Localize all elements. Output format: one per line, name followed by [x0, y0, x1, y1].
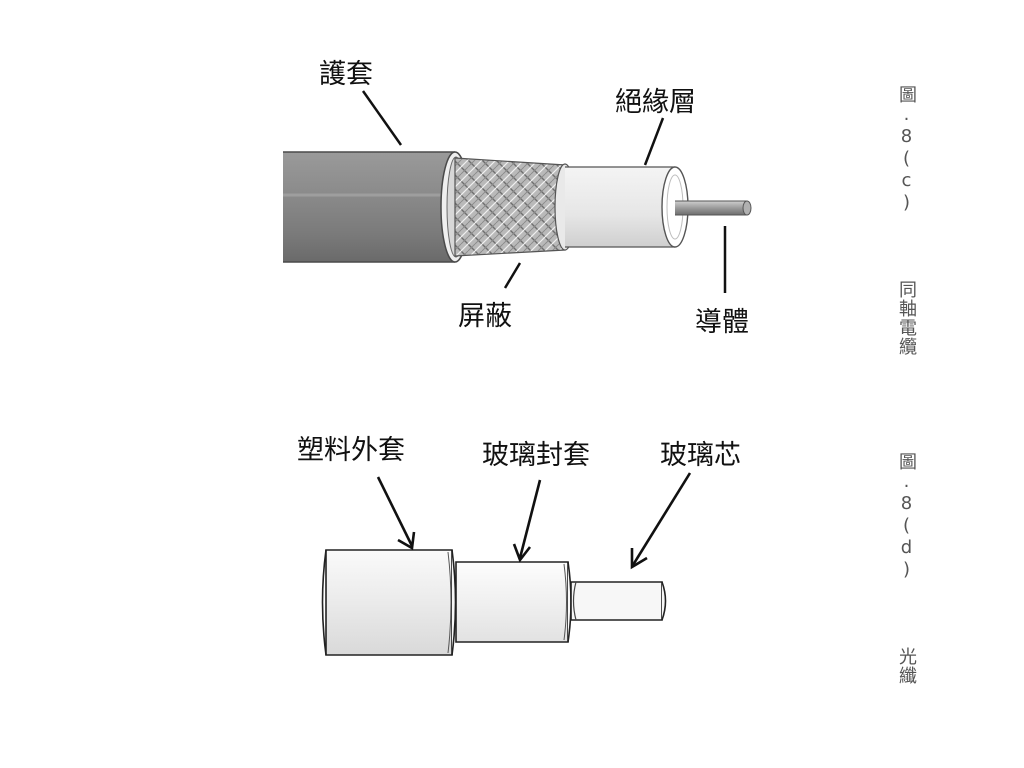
plastic-jacket-label: 塑料外套	[297, 435, 405, 466]
plastic-jacket-arrow	[376, 476, 416, 551]
figure-number-d: 圖.8(d)	[896, 452, 917, 581]
figure-caption-c: 圖.8(c) 同軸電纜	[893, 85, 919, 356]
jacket-segment	[283, 151, 470, 263]
insulation-segment	[565, 166, 689, 248]
jacket-label: 護套	[319, 59, 373, 90]
jacket-leader-line	[361, 90, 403, 146]
shield-leader-line	[503, 262, 522, 289]
shield-label: 屏蔽	[458, 301, 512, 332]
glass-cladding-segment	[455, 561, 572, 643]
optical-fiber-svg: 塑料外套 玻璃封套 玻璃芯	[297, 435, 741, 656]
insulation-label: 絕緣層	[615, 87, 696, 118]
figure-number-c: 圖.8(c)	[896, 85, 917, 214]
conductor-wire	[675, 200, 752, 216]
glass-core-label: 玻璃芯	[660, 440, 741, 471]
optical-fiber-diagram: 塑料外套 玻璃封套 玻璃芯	[288, 410, 758, 660]
figure-caption-d: 圖.8(d) 光纖	[893, 452, 919, 685]
plastic-jacket-segment	[321, 549, 457, 656]
coaxial-cable-svg: 護套 絕緣層 屏蔽 導體	[283, 59, 752, 338]
glass-core-arrow	[630, 472, 692, 570]
figure-title-d: 光纖	[896, 647, 917, 685]
figure-title-c: 同軸電纜	[896, 280, 917, 356]
glass-cladding-arrow	[512, 479, 542, 563]
shield-segment	[454, 157, 576, 257]
glass-cladding-label: 玻璃封套	[482, 440, 590, 471]
conductor-label: 導體	[695, 307, 749, 338]
glass-core-segment	[570, 581, 667, 621]
coaxial-cable-diagram: 護套 絕緣層 屏蔽 導體	[265, 55, 775, 347]
insulation-leader-line	[643, 117, 665, 166]
